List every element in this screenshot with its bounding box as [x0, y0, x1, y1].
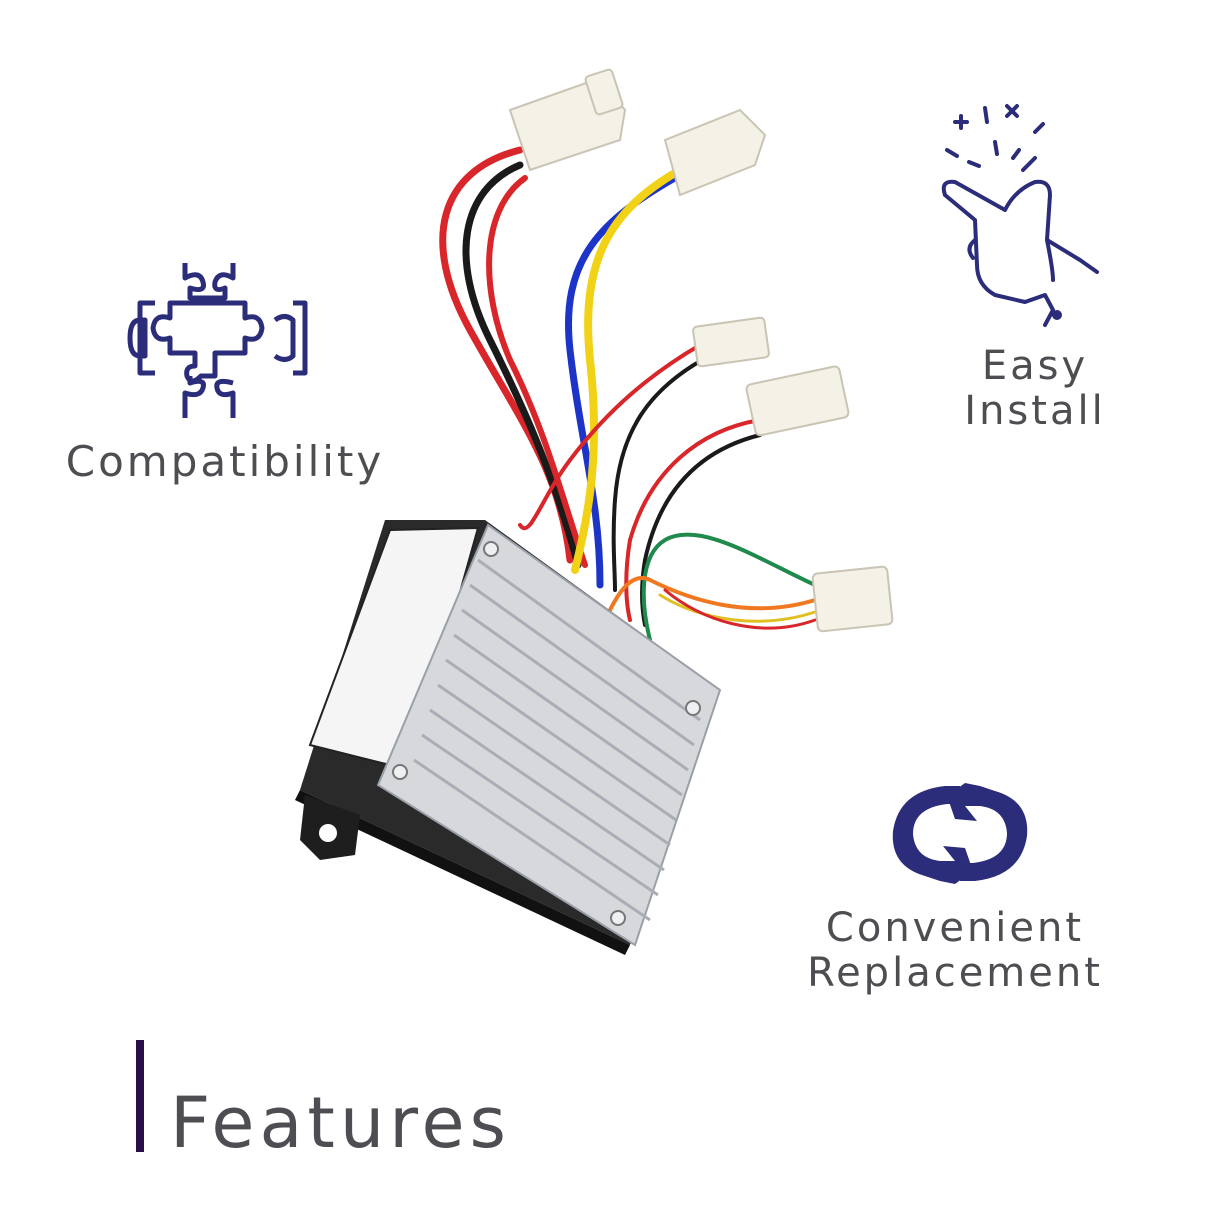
wire-green [641, 532, 817, 642]
feature-label-convenient-replacement: Convenient Replacement [790, 906, 1120, 996]
wire-black [462, 161, 582, 569]
feature-label-line: Convenient [825, 905, 1085, 951]
circular-arrows-icon [892, 783, 1028, 884]
wire-yellow-2 [658, 593, 817, 623]
connector-top-left-clip [584, 68, 624, 116]
wire-orange [608, 576, 817, 612]
wire-yellow [571, 166, 684, 574]
heatsink [376, 523, 722, 947]
wire-red-2 [486, 175, 588, 568]
section-heading: Features [170, 1082, 511, 1164]
connector-small-1 [692, 316, 770, 368]
feature-label-compatibility: Compatibility [65, 437, 385, 486]
puzzle-icon [127, 263, 308, 418]
heading-accent-bar [136, 1040, 144, 1152]
feature-label-easy-install: Easy Install [920, 344, 1150, 434]
feature-label-line: Install [964, 387, 1106, 434]
feature-label-line: Replacement [807, 949, 1103, 996]
connector-top-right [663, 108, 767, 197]
screw [392, 764, 408, 780]
connector-small-3 [811, 565, 894, 633]
wire-red-5 [663, 588, 817, 630]
screw [610, 910, 626, 926]
feature-label-line: Easy [981, 343, 1089, 389]
wire-black-2 [611, 358, 704, 592]
wire-red-4 [624, 418, 762, 622]
screw [685, 700, 701, 716]
screw [483, 541, 499, 557]
wire-red-3 [518, 343, 702, 531]
connector-small-2 [745, 365, 850, 437]
controller-box [295, 520, 722, 955]
finger-snap-icon [941, 104, 1099, 327]
